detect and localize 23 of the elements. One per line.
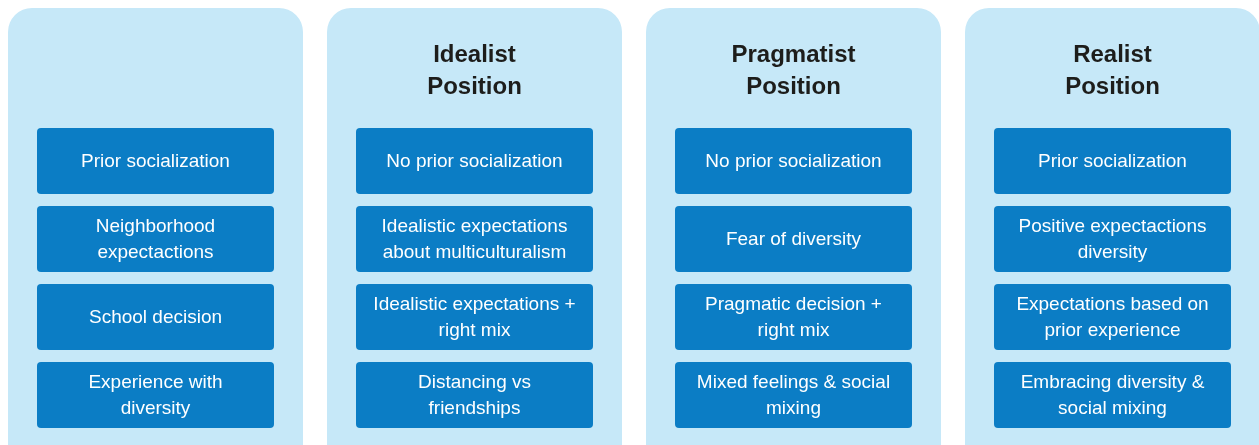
factor-box: Positive expectactions diversity bbox=[994, 206, 1231, 272]
factor-box: Idealistic expectations + right mix bbox=[356, 284, 593, 350]
factor-box: Expectations based on prior experience bbox=[994, 284, 1231, 350]
factor-box: Idealistic expectations about multiculturalism bbox=[356, 206, 593, 272]
column-heading: Pragmatist Position bbox=[730, 39, 857, 101]
factor-box: No prior socialization bbox=[356, 128, 593, 194]
column-heading: Idealist Position bbox=[426, 39, 523, 101]
factor-box: Mixed feelings & social mixing bbox=[675, 362, 912, 428]
factor-box: Prior socialization bbox=[37, 128, 274, 194]
factor-box: Embracing diversity & social mixing bbox=[994, 362, 1231, 428]
column-panel bbox=[327, 8, 622, 445]
column-heading: Realist Position bbox=[1064, 39, 1161, 101]
column-panel bbox=[8, 8, 303, 445]
column-panel bbox=[646, 8, 941, 445]
factor-box: No prior socialization bbox=[675, 128, 912, 194]
factor-box: School decision bbox=[37, 284, 274, 350]
column-panel bbox=[965, 8, 1259, 445]
factor-box: Pragmatic decision + right mix bbox=[675, 284, 912, 350]
factor-box: Prior socialization bbox=[994, 128, 1231, 194]
factor-box: Experience with diversity bbox=[37, 362, 274, 428]
factor-box: Fear of diversity bbox=[675, 206, 912, 272]
factor-box: Distancing vs friendships bbox=[356, 362, 593, 428]
factor-box: Neighborhood expectactions bbox=[37, 206, 274, 272]
